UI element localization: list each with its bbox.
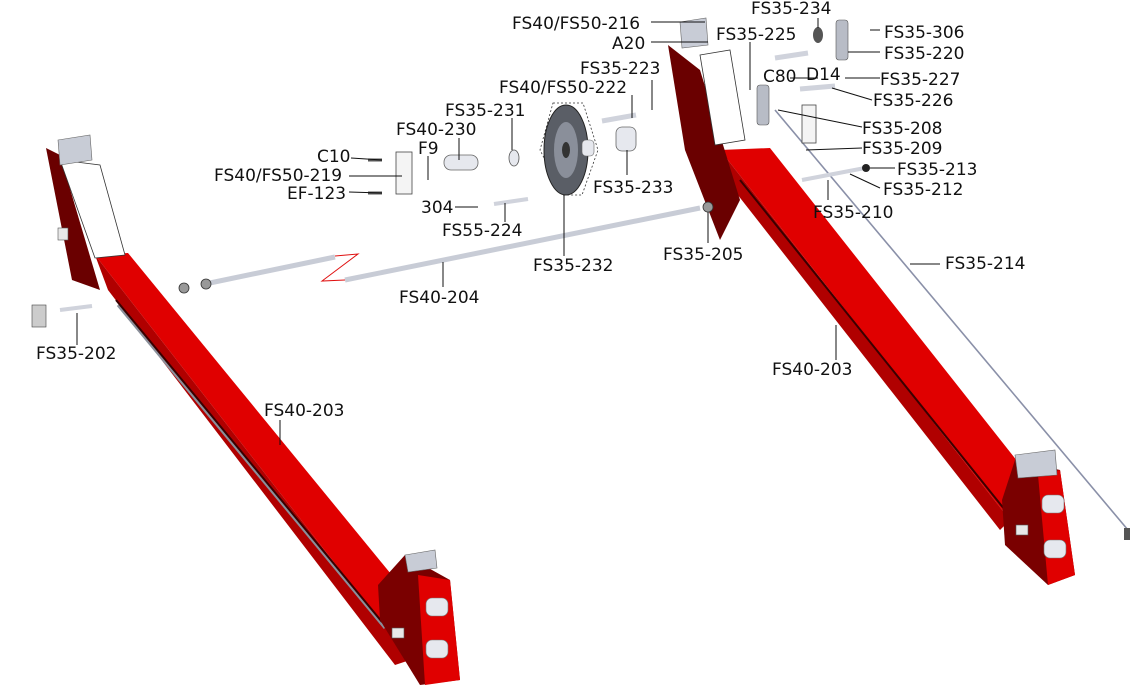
label-fs35-214: FS35-214 (945, 254, 1025, 274)
left-pin (59, 304, 93, 312)
block-208 (801, 104, 817, 144)
left-nut (178, 282, 190, 294)
right-lower-roller-2 (1043, 539, 1067, 559)
right-lower-bracket (1014, 449, 1058, 479)
pulley-bushing (581, 139, 595, 157)
shaft-left-nut (200, 278, 212, 290)
short-shaft (601, 112, 637, 124)
left-upper-box (59, 159, 126, 259)
right-rail-groove (739, 179, 1006, 511)
label-fs40-fs50-219: FS40/FS50-219 (214, 166, 342, 186)
left-rail-groove (115, 299, 383, 623)
label-fs35-232: FS35-232 (533, 256, 613, 276)
left-frame-assembly (46, 134, 460, 685)
label-fs35-233: FS35-233 (593, 178, 673, 198)
left-upper-bracket (57, 134, 93, 166)
label-d14: D14 (806, 65, 841, 85)
label-fs40-fs50-216: FS40/FS50-216 (512, 14, 640, 34)
label-fs35-209: FS35-209 (862, 139, 942, 159)
label-fs35-212: FS35-212 (883, 180, 963, 200)
cap-213 (862, 164, 870, 172)
pulley-center (562, 142, 570, 158)
left-rail-rod (116, 304, 387, 629)
left-upper-block (57, 227, 69, 241)
pin (493, 197, 529, 206)
bracket-225 (756, 84, 770, 126)
label-fs35-226: FS35-226 (873, 91, 953, 111)
bearing-block (395, 151, 413, 195)
label-304: 304 (421, 198, 453, 218)
label-fs35-223: FS35-223 (580, 59, 660, 79)
pulley-dashed-outline (539, 102, 599, 196)
label-fs40-203-left: FS40-203 (264, 401, 344, 421)
label-c80: C80 (763, 67, 797, 87)
shaft-upper (774, 50, 809, 61)
label-fs35-306: FS35-306 (884, 23, 964, 43)
spacer (615, 126, 637, 152)
right-lower-roller-1 (1041, 494, 1065, 514)
left-rail (95, 253, 445, 660)
right-frame-assembly (668, 17, 1130, 585)
label-c10: C10 (317, 147, 351, 167)
left-lower-block (391, 627, 405, 639)
label-fs35-213: FS35-213 (897, 160, 977, 180)
shaft-left-section (204, 254, 336, 287)
bracket-220 (835, 19, 849, 61)
label-fs40-230: FS40-230 (396, 120, 476, 140)
right-upper-plate (668, 45, 740, 240)
label-f9: F9 (418, 139, 439, 159)
label-fs35-234: FS35-234 (751, 0, 831, 19)
shaft-212 (801, 166, 866, 182)
label-fs35-202: FS35-202 (36, 344, 116, 364)
left-rail-side (95, 255, 410, 665)
pulley-234 (813, 27, 823, 43)
left-upper-plate (46, 148, 100, 290)
middle-parts (31, 19, 870, 328)
label-fs35-208: FS35-208 (862, 119, 942, 139)
label-fs35-231: FS35-231 (445, 101, 525, 121)
label-a20: A20 (612, 34, 645, 54)
cable-end (1124, 528, 1130, 540)
label-fs40-204: FS40-204 (399, 288, 479, 308)
roller (443, 154, 479, 171)
left-lower-bracket (404, 549, 438, 573)
shaft-226 (799, 83, 836, 92)
cable (774, 109, 1129, 531)
label-fs35-225: FS35-225 (716, 25, 796, 45)
label-fs35-210: FS35-210 (813, 203, 893, 223)
right-lower-block (1015, 524, 1029, 536)
leader-lines (76, 18, 940, 445)
right-upper-box (699, 49, 746, 146)
label-fs35-205: FS35-205 (663, 245, 743, 265)
left-pin-assembly (31, 304, 47, 328)
right-upper-bracket (679, 17, 709, 49)
break-mark (320, 253, 360, 282)
shaft-right-nut (702, 201, 714, 213)
left-lower-roller-1 (425, 597, 449, 617)
label-fs40-203-right: FS40-203 (772, 360, 852, 380)
right-rail (720, 148, 1040, 520)
part-labels: FS40/FS50-216 A20 FS35-225 FS35-234 FS35… (36, 0, 1025, 421)
ring (508, 149, 520, 167)
label-fs55-224: FS55-224 (442, 221, 522, 241)
label-fs35-220: FS35-220 (884, 44, 964, 64)
label-fs40-fs50-222: FS40/FS50-222 (499, 78, 627, 98)
shaft-right-section (344, 205, 701, 283)
label-ef-123: EF-123 (287, 184, 346, 204)
label-fs35-227: FS35-227 (880, 70, 960, 90)
left-lower-roller-2 (425, 639, 449, 659)
left-lower-face (418, 575, 460, 685)
